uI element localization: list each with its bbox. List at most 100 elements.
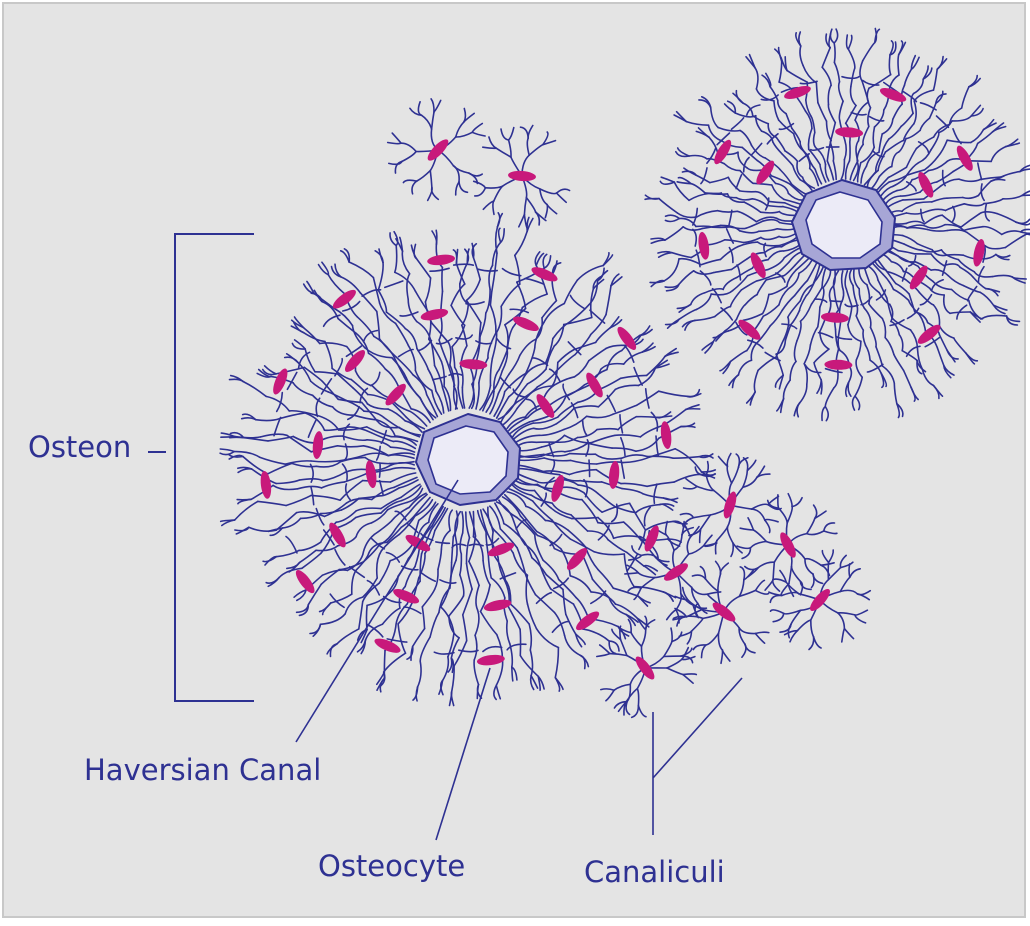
canaliculus [320, 481, 346, 489]
osteocyte-cell [956, 145, 973, 171]
canaliculus [735, 453, 741, 469]
lamella [320, 378, 333, 395]
canaliculus [692, 270, 715, 275]
canaliculus [983, 198, 1004, 205]
lamella [930, 279, 944, 291]
canaliculus [685, 477, 698, 488]
canaliculus [415, 257, 432, 279]
leader-lines [295, 479, 743, 841]
canaliculus [337, 426, 368, 431]
lamella [370, 537, 386, 550]
canaliculus [660, 176, 676, 183]
canaliculus [739, 129, 753, 147]
canaliculus [907, 299, 921, 316]
canaliculus [628, 554, 643, 561]
canaliculus [563, 316, 593, 326]
canaliculus [760, 130, 774, 143]
canaliculus [958, 178, 982, 183]
haversian-canal-label: Haversian Canal [84, 753, 321, 787]
osteocyte-cell [312, 431, 324, 460]
canaliculus [790, 565, 802, 583]
canaliculus [462, 588, 473, 616]
canaliculus [590, 434, 616, 444]
canaliculus [237, 498, 252, 505]
canaliculus [473, 634, 478, 661]
canaliculus [778, 60, 783, 83]
canaliculus [304, 348, 316, 373]
canaliculus [495, 147, 512, 158]
lamella [824, 367, 843, 374]
canaliculus [996, 212, 1017, 223]
canaliculus [704, 578, 719, 592]
canaliculus [495, 684, 502, 700]
canaliculus [666, 667, 684, 676]
canaliculus [769, 309, 783, 327]
canaliculus [892, 174, 908, 188]
canaliculus [738, 190, 757, 193]
canaliculus [465, 278, 481, 302]
canaliculus [620, 454, 649, 459]
lamella [735, 321, 748, 336]
canaliculus [535, 627, 560, 649]
canaliculus [387, 452, 416, 457]
canaliculus [854, 395, 861, 411]
lamella [310, 486, 315, 506]
canaliculus [406, 273, 411, 301]
canaliculus [968, 74, 978, 88]
lamella [862, 79, 880, 86]
canaliculus [767, 504, 782, 511]
canaliculus [964, 352, 979, 362]
canaliculus [361, 582, 380, 603]
lamella [889, 319, 905, 327]
canaliculus [622, 521, 643, 542]
canaliculus [820, 379, 823, 395]
canaliculus [461, 511, 465, 534]
canaliculus [756, 273, 777, 282]
osteocyte-cell [344, 350, 366, 372]
canaliculus [791, 127, 801, 143]
canaliculus [530, 674, 539, 689]
canaliculus [511, 666, 514, 682]
canaliculus [868, 303, 884, 320]
canaliculus [905, 210, 927, 215]
canaliculus [729, 349, 748, 363]
canaliculus [490, 577, 506, 599]
lamella [369, 371, 381, 387]
canaliculus [861, 41, 876, 62]
lamella [549, 533, 563, 547]
osteon-label: Osteon [28, 430, 131, 464]
lamella [366, 579, 381, 596]
lamella [966, 285, 978, 302]
canaliculus [474, 187, 487, 197]
lamella [375, 445, 381, 461]
canaliculus [380, 496, 402, 510]
canaliculus [907, 226, 929, 231]
lamella [716, 132, 731, 146]
canaliculus [665, 534, 675, 551]
canaliculus [834, 328, 840, 350]
canaliculus [366, 403, 389, 410]
lamella [588, 459, 591, 478]
canaliculus [403, 376, 421, 399]
canaliculus [772, 612, 785, 623]
canaliculus [233, 500, 259, 521]
canaliculus [424, 529, 436, 555]
canaliculus [542, 452, 571, 457]
canaliculus [389, 446, 416, 453]
canaliculus [868, 73, 892, 89]
canaliculus [881, 317, 887, 339]
canaliculus [764, 157, 781, 171]
canaliculus [704, 192, 722, 195]
canaliculus [742, 236, 762, 244]
canaliculus [537, 470, 561, 476]
canaliculus [612, 404, 638, 416]
canaliculus [630, 631, 643, 648]
canaliculus [701, 340, 715, 351]
canaliculus [839, 576, 851, 593]
canaliculus [739, 527, 755, 531]
canaliculus [500, 401, 518, 423]
canaliculus [972, 276, 987, 290]
lamella [692, 228, 698, 247]
canaliculus [821, 267, 827, 289]
canaliculus [849, 568, 861, 579]
